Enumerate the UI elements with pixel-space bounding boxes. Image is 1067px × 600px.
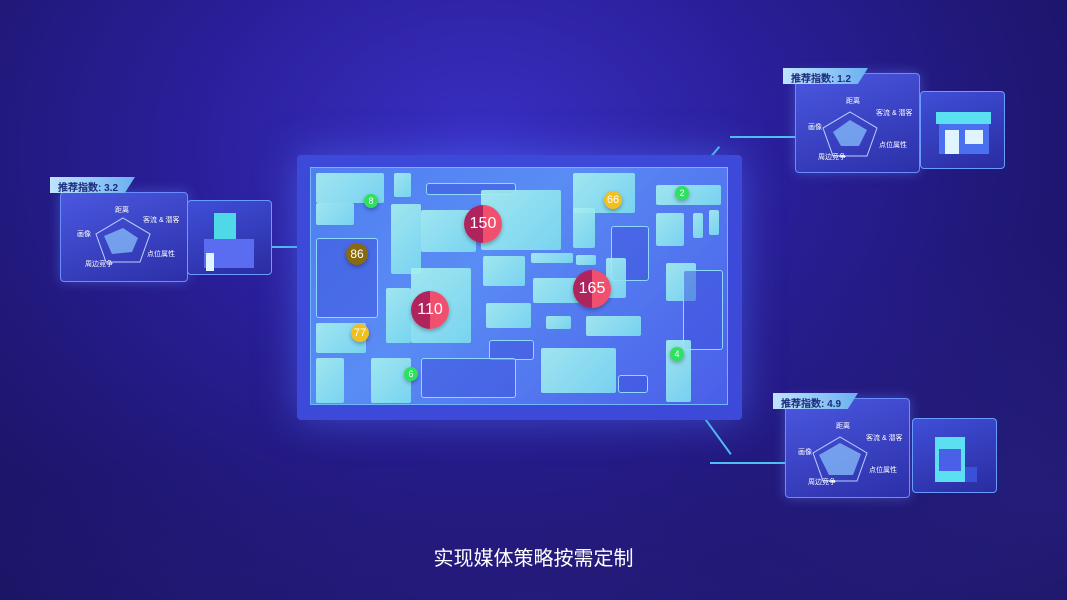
kiosk-icon bbox=[912, 418, 997, 493]
radar-label: 画像 bbox=[77, 231, 91, 238]
radar-label: 点位属性 bbox=[869, 467, 897, 474]
radar-label: 周边竞争 bbox=[85, 261, 113, 268]
map-marker[interactable]: 150 bbox=[464, 205, 502, 243]
radar-chart bbox=[812, 436, 868, 482]
radar-label: 周边竞争 bbox=[818, 154, 846, 161]
building-icon bbox=[187, 200, 272, 275]
map-marker[interactable]: 66 bbox=[604, 191, 622, 209]
radar-label: 点位属性 bbox=[879, 142, 907, 149]
map-marker[interactable]: 4 bbox=[670, 347, 684, 361]
radar-label: 点位属性 bbox=[147, 251, 175, 258]
map-marker[interactable]: 8 bbox=[364, 194, 378, 208]
map-marker[interactable]: 165 bbox=[573, 270, 611, 308]
recommendation-index: 推荐指数: 3.2 bbox=[50, 177, 135, 193]
recommendation-index: 推荐指数: 4.9 bbox=[773, 393, 858, 409]
recommendation-index: 推荐指数: 1.2 bbox=[783, 68, 868, 84]
map-marker[interactable]: 86 bbox=[346, 243, 368, 265]
radar-label: 周边竞争 bbox=[808, 479, 836, 486]
radar-label: 距离 bbox=[846, 98, 860, 105]
caption: 实现媒体策略按需定制 bbox=[433, 546, 634, 570]
radar-label: 客流 & 潜客 bbox=[866, 435, 903, 442]
map-marker[interactable]: 110 bbox=[411, 291, 449, 329]
radar-label: 距离 bbox=[836, 423, 850, 430]
radar-chart bbox=[822, 111, 878, 157]
radar-label: 客流 & 潜客 bbox=[143, 217, 180, 224]
storefront-icon bbox=[920, 91, 1005, 169]
radar-label: 客流 & 潜客 bbox=[876, 110, 913, 117]
radar-chart bbox=[95, 217, 151, 263]
radar-label: 画像 bbox=[808, 124, 822, 131]
connector-line bbox=[710, 462, 788, 464]
connector-line bbox=[272, 246, 312, 248]
map-marker[interactable]: 77 bbox=[351, 324, 369, 342]
city-map[interactable]: 8 150 66 2 86 165 110 77 4 6 bbox=[310, 167, 728, 405]
radar-label: 画像 bbox=[798, 449, 812, 456]
map-marker[interactable]: 2 bbox=[675, 186, 689, 200]
map-marker[interactable]: 6 bbox=[404, 367, 418, 381]
connector-line bbox=[730, 136, 798, 138]
radar-label: 距离 bbox=[115, 207, 129, 214]
